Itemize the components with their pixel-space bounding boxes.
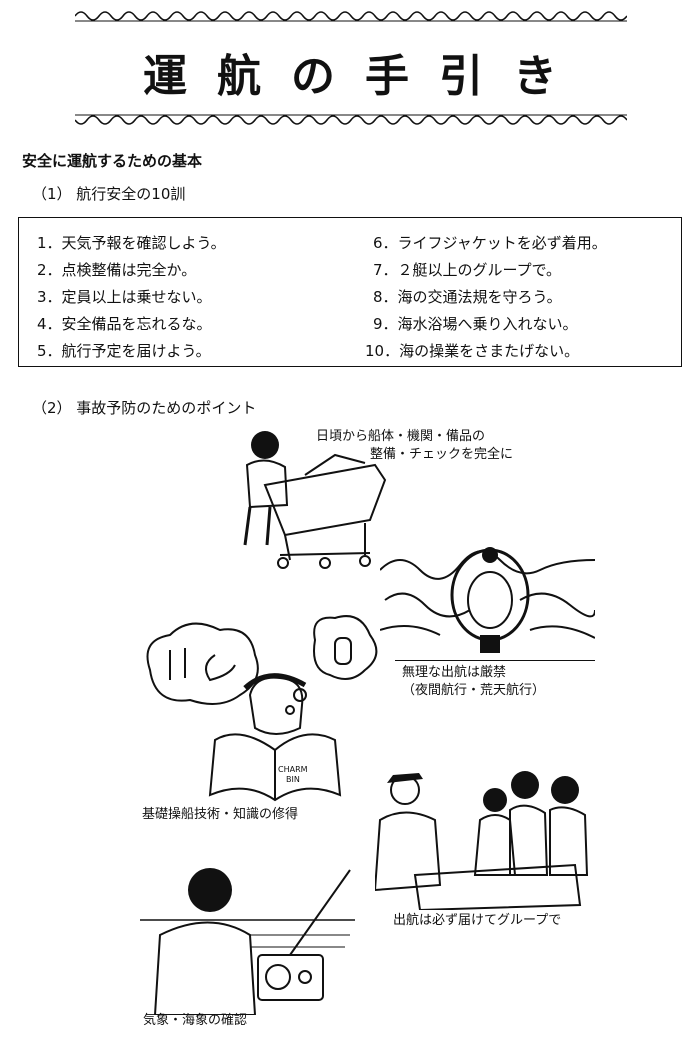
- page-title: 運航の手引き: [143, 51, 587, 102]
- rule-item: 3．定員以上は乗せない。: [37, 288, 212, 306]
- weather-check-illustration: [140, 868, 355, 1015]
- caption-underline: [395, 660, 595, 661]
- rule-item: 6．ライフジャケットを必ず着用。: [373, 234, 607, 252]
- maintenance-caption-line1: 日頃から船体・機関・備品の: [316, 429, 486, 444]
- book-subtitle-text: BIN: [286, 775, 300, 784]
- top-ornament-border: [75, 11, 627, 22]
- subsection-safety-rules-heading: （1） 航行安全の10訓: [32, 185, 186, 203]
- rule-item: 5．航行予定を届けよう。: [37, 342, 211, 360]
- rule-item: 4．安全備品を忘れるな。: [37, 315, 212, 333]
- no-reckless-caption-line1: 無理な出航は厳禁: [402, 665, 507, 680]
- rule-item: 9．海水浴場へ乗り入れない。: [373, 315, 578, 333]
- weather-caption: 気象・海象の確認: [143, 1013, 248, 1028]
- no-reckless-caption-line2: （夜間航行・荒天航行）: [402, 683, 546, 698]
- safety-rules-box: 1．天気予報を確認しよう。 2．点検整備は完全か。 3．定員以上は乗せない。 4…: [18, 217, 682, 367]
- bottom-ornament-border: [75, 114, 627, 125]
- boat-maintenance-illustration: [243, 431, 387, 569]
- group-caption: 出航は必ず届けてグループで: [393, 913, 562, 928]
- rule-item: 1．天気予報を確認しよう。: [37, 234, 226, 252]
- rule-item: 10．海の操業をさまたげない。: [365, 342, 580, 360]
- book-title-text: CHARM: [278, 765, 308, 774]
- section-title: 安全に運航するための基本: [22, 152, 203, 170]
- rule-item: 2．点検整備は完全か。: [37, 261, 197, 279]
- rough-sea-boat-illustration: [380, 547, 595, 653]
- maintenance-caption-line2: 整備・チェックを完全に: [370, 447, 514, 462]
- skills-caption: 基礎操船技術・知識の修得: [142, 807, 299, 822]
- rule-item: 7．２艇以上のグループで。: [373, 261, 562, 279]
- group-check-in-illustration: [375, 771, 589, 910]
- studying-person-illustration: CHARM BIN: [146, 615, 378, 802]
- subsection-accident-prevention-heading: （2） 事故予防のためのポイント: [32, 399, 257, 417]
- rule-item: 8．海の交通法規を守ろう。: [373, 288, 562, 306]
